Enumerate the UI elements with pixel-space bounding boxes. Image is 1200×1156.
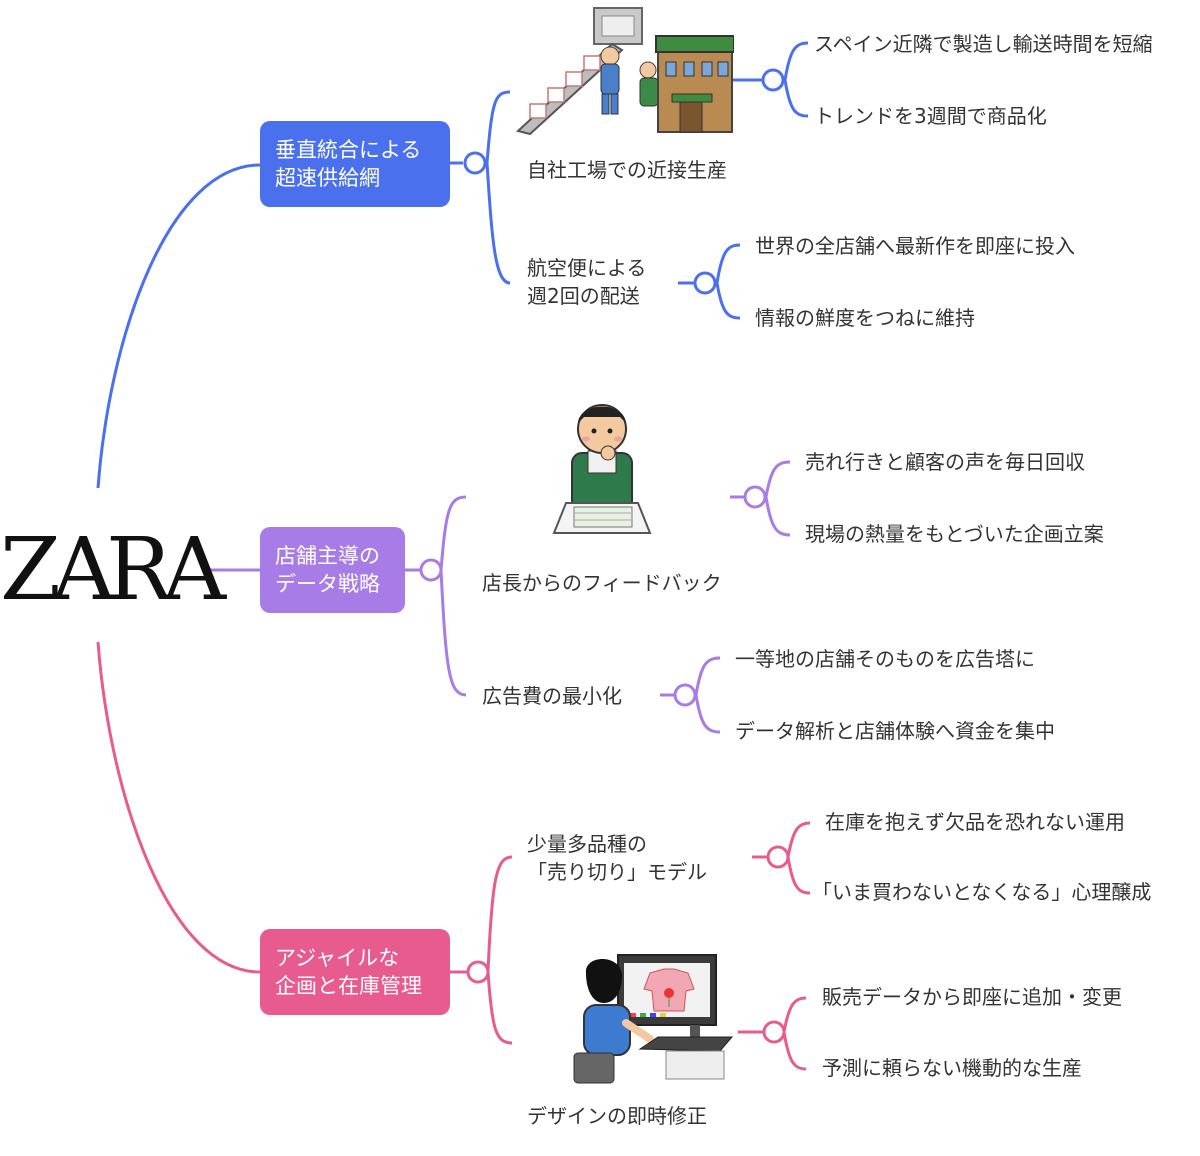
leaf-near-spain-production[interactable]: スペイン近隣で製造し輸送時間を短縮	[814, 32, 1153, 56]
branch-line-1: アジャイルな	[275, 946, 400, 970]
topic-air-delivery[interactable]: 航空便による 週2回の配送	[527, 254, 646, 310]
branch-store-data-strategy[interactable]: 店舗主導の データ戦略	[260, 527, 405, 613]
topic-line-2: 「売り切り」モデル	[527, 860, 707, 884]
topic-manager-feedback[interactable]: 店長からのフィードバック	[482, 571, 722, 595]
leaf-store-as-ad[interactable]: 一等地の店舗そのものを広告塔に	[735, 647, 1035, 671]
topic-sell-out-model[interactable]: 少量多品種の 「売り切り」モデル	[527, 830, 707, 886]
topic-instant-design-fix[interactable]: デザインの即時修正	[527, 1104, 707, 1128]
branch-vertical-integration[interactable]: 垂直統合による 超速供給網	[260, 121, 450, 207]
leaf-agile-production[interactable]: 予測に頼らない機動的な生産	[822, 1056, 1082, 1080]
leaf-data-investment[interactable]: データ解析と店舗体験へ資金を集中	[735, 719, 1055, 743]
leaf-field-planning[interactable]: 現場の熱量をもとづいた企画立案	[805, 522, 1104, 546]
branch-1-connectors	[449, 41, 809, 320]
leaf-global-stores[interactable]: 世界の全店舗へ最新作を即座に投入	[755, 234, 1075, 258]
designer-illustration	[573, 954, 734, 1084]
branch-line-1: 垂直統合による	[275, 138, 422, 162]
factory-illustration	[515, 7, 734, 136]
topic-line-1: 少量多品種の	[527, 832, 647, 856]
leaf-buy-now-psychology[interactable]: 「いま買わないとなくなる」心理醸成	[812, 880, 1152, 904]
topic-line-1: 航空便による	[527, 256, 647, 280]
leaf-freshness[interactable]: 情報の鮮度をつねに維持	[755, 306, 975, 330]
branch-line-2: データ戦略	[275, 572, 380, 596]
leaf-trend-3-weeks[interactable]: トレンドを3週間で商品化	[814, 104, 1047, 128]
branch-line-1: 店舗主導の	[275, 544, 380, 568]
branch-line-2: 企画と在庫管理	[275, 974, 422, 998]
branch-2-connectors	[404, 460, 791, 734]
connector-root-branch-1	[96, 163, 261, 489]
topic-minimize-ad-cost[interactable]: 広告費の最小化	[482, 684, 622, 708]
zara-logo: ZARA	[0, 520, 226, 620]
store-manager-illustration	[552, 404, 652, 534]
leaf-sales-data-change[interactable]: 販売データから即座に追加・変更	[822, 985, 1122, 1009]
leaf-no-stock-fear[interactable]: 在庫を抱えず欠品を恐れない運用	[825, 810, 1125, 834]
branch-agile-planning[interactable]: アジャイルな 企画と在庫管理	[260, 929, 450, 1015]
connector-root-branch-3	[96, 641, 261, 974]
branch-line-2: 超速供給網	[275, 166, 380, 190]
leaf-daily-voice[interactable]: 売れ行きと顧客の声を毎日回収	[805, 450, 1085, 474]
topic-inhouse-factory[interactable]: 自社工場での近接生産	[527, 158, 727, 182]
branch-3-connectors	[449, 821, 811, 1071]
topic-line-2: 週2回の配送	[527, 284, 640, 308]
